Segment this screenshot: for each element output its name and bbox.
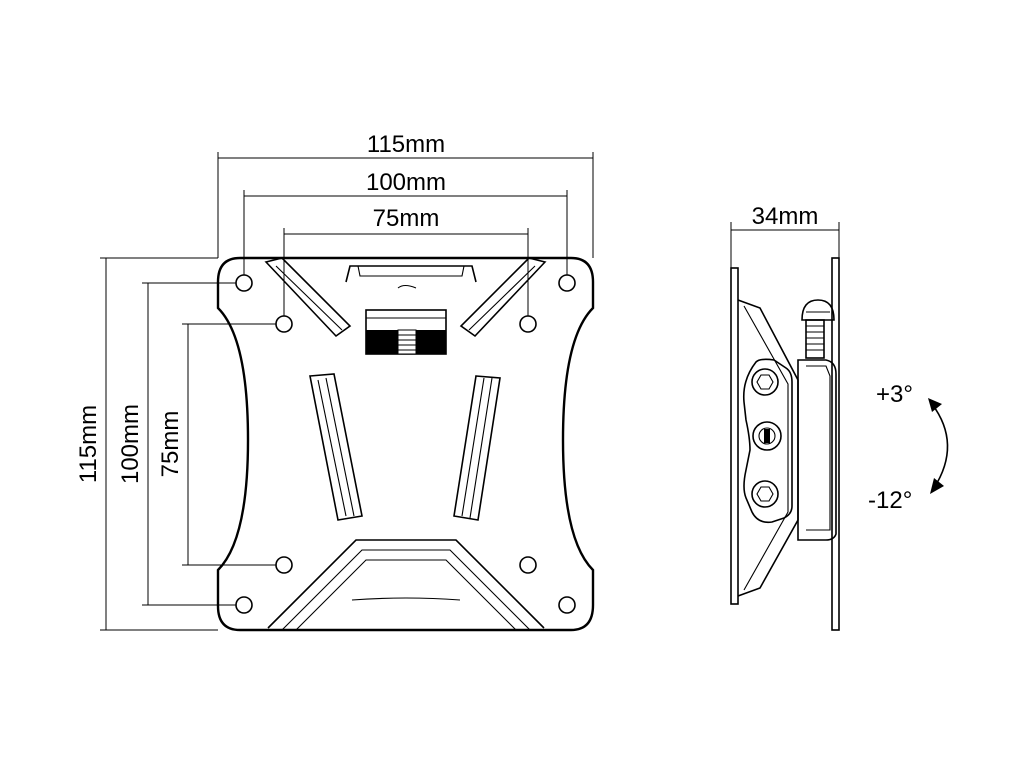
horizontal-dimensions xyxy=(217,152,594,316)
width-inner-label: 75mm xyxy=(373,205,440,232)
bolt-middle-ring xyxy=(758,427,776,445)
hole-75-bottom-right xyxy=(519,556,537,574)
top-hook-inner xyxy=(357,265,465,277)
hole-100-bottom-right xyxy=(558,596,576,614)
height-mid-label: 100mm xyxy=(117,404,144,484)
bolt-top xyxy=(751,368,779,396)
height-outer-label: 115mm xyxy=(75,405,102,483)
tv-bracket-inner xyxy=(806,365,831,531)
hole-100-top-left xyxy=(235,274,253,292)
wall-bracket-inner xyxy=(743,305,789,591)
top-hook-tab xyxy=(397,284,417,289)
right-vertical-slot xyxy=(453,375,501,521)
top-hook xyxy=(345,265,477,283)
tilt-down-label: -12° xyxy=(868,487,912,514)
bolt-top-hex xyxy=(756,374,774,390)
lock-screw-thread xyxy=(806,325,824,351)
bolt-bottom xyxy=(751,480,779,508)
locking-screw xyxy=(397,329,417,355)
wall-plate xyxy=(730,267,739,605)
pivot-arm xyxy=(742,358,793,524)
right-vertical-slot-inner xyxy=(461,377,493,519)
tilt-up-label: +3° xyxy=(876,381,913,408)
lock-screw-head xyxy=(801,299,835,321)
tilt-arc xyxy=(931,403,949,489)
hole-100-bottom-left xyxy=(235,596,253,614)
tilt-arrow-down xyxy=(930,478,944,494)
tv-face-plate xyxy=(831,257,840,631)
hole-75-top-right xyxy=(519,315,537,333)
left-vertical-slot-inner xyxy=(317,377,355,517)
mounting-plate xyxy=(216,256,595,632)
bottom-chevron-rib xyxy=(267,539,545,629)
upper-left-slot-inner xyxy=(275,265,343,331)
height-inner-label: 75mm xyxy=(157,411,184,478)
bottom-chevron-rib-inner xyxy=(281,549,531,631)
vertical-dimensions xyxy=(100,257,276,631)
tv-bracket xyxy=(797,359,837,541)
bolt-bottom-hex xyxy=(756,486,774,502)
bolt-middle-slot xyxy=(764,429,770,443)
hole-100-top-right xyxy=(558,274,576,292)
locking-screw-thread xyxy=(398,334,416,351)
left-vertical-slot xyxy=(309,373,363,521)
upper-left-slot xyxy=(264,257,352,338)
bolt-middle xyxy=(752,421,782,451)
tilt-arrow-up xyxy=(928,398,942,412)
hole-75-top-left xyxy=(275,315,293,333)
depth-label: 34mm xyxy=(752,203,819,230)
pivot-bolts xyxy=(751,368,782,508)
mounting-holes xyxy=(235,274,576,614)
upper-right-slot xyxy=(459,257,547,338)
width-outer-label: 115mm xyxy=(367,131,445,158)
width-mid-label: 100mm xyxy=(366,169,446,196)
side-view: 34mm +3° -12° xyxy=(730,203,949,631)
upper-right-slot-inner xyxy=(468,265,536,331)
hole-75-bottom-left xyxy=(275,556,293,574)
bottom-arch xyxy=(351,597,461,601)
wall-bracket xyxy=(737,299,799,597)
front-view: 115mm 100mm 75mm 115mm 100mm 75mm xyxy=(75,131,595,632)
bottom-chevron-rib-inner2 xyxy=(295,559,517,631)
